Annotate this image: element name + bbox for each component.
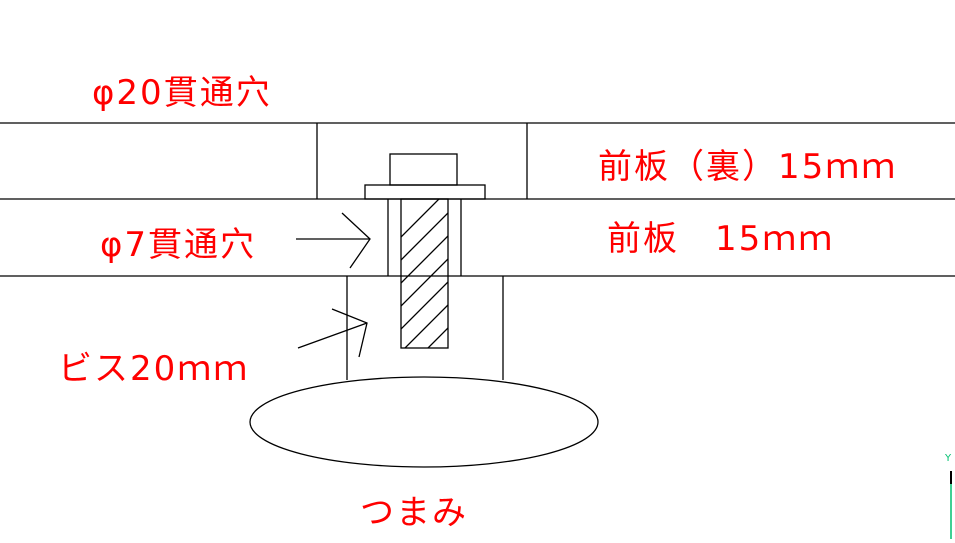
hatch-line bbox=[427, 327, 448, 348]
label-front-plate: 前板 15ｍｍ bbox=[607, 219, 834, 259]
label-back-plate: 前板（裏）15ｍｍ bbox=[598, 147, 897, 187]
back-plate bbox=[0, 122, 955, 199]
screw-head bbox=[389, 153, 458, 186]
hatch-line bbox=[401, 374, 448, 421]
arrow-screw bbox=[297, 308, 368, 358]
label-hole-7mm: φ7貫通穴 bbox=[100, 225, 256, 265]
hatch-line bbox=[401, 351, 448, 398]
hatch-line bbox=[401, 281, 448, 330]
label-hole-20mm: φ20貫通穴 bbox=[92, 73, 272, 113]
label-knob: つまみ bbox=[360, 493, 468, 533]
y-axis-label: Y bbox=[944, 453, 952, 464]
hatch-line bbox=[401, 212, 448, 261]
screw-shaft bbox=[400, 198, 449, 444]
hole-7mm bbox=[387, 199, 462, 276]
hatch-line bbox=[401, 258, 448, 307]
arrow-hole7 bbox=[296, 212, 371, 269]
hatch-line bbox=[401, 397, 448, 444]
ucs-axis-icon: Y bbox=[944, 453, 952, 539]
washer bbox=[364, 184, 486, 200]
hatch-line bbox=[404, 304, 448, 348]
hatch-line bbox=[401, 199, 440, 238]
hatch-line bbox=[401, 235, 448, 284]
knob bbox=[249, 276, 599, 468]
label-screw: ビス20ｍｍ bbox=[58, 349, 249, 389]
